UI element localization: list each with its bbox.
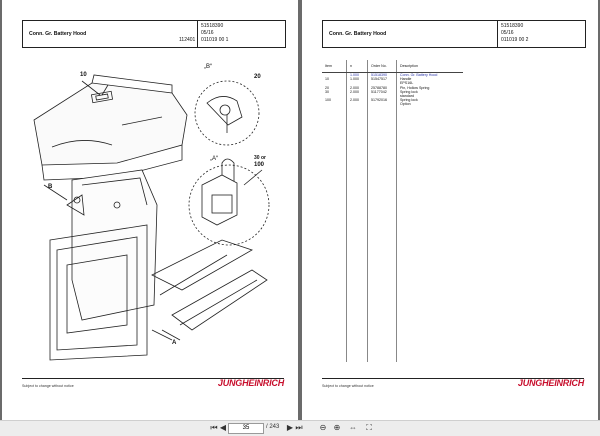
zoom-in-icon[interactable]: ⊕ xyxy=(333,423,341,432)
col-desc: Description xyxy=(396,60,463,73)
col-qty: n xyxy=(346,60,368,73)
page-number-input[interactable]: 35 xyxy=(228,423,264,434)
last-page-icon[interactable]: ⏭ xyxy=(295,423,303,432)
fullscreen-icon[interactable]: ⛶ xyxy=(366,423,372,432)
part-number: 51518390 xyxy=(501,23,524,29)
callout-view-a: „A“ xyxy=(210,156,218,162)
table-row: EPS16L xyxy=(322,81,463,86)
callout-30: 30 or xyxy=(254,155,266,161)
table-header-row: Item n Order No. Description xyxy=(322,60,463,73)
footer-rule xyxy=(322,378,584,379)
table-row: 20 2.000 25788780 Pin, Hollow Spring xyxy=(322,85,463,90)
table-row: Option xyxy=(322,102,463,363)
page-total: / 243 xyxy=(266,424,280,430)
table-row: 100 2.000 51792016 Spring lock xyxy=(322,98,463,103)
footer-note: Subject to change without notice xyxy=(322,384,374,388)
callout-a: A xyxy=(172,340,177,346)
table-row: 10 1.000 51547517 Handle xyxy=(322,77,463,82)
footer-rule xyxy=(22,378,284,379)
fit-width-icon[interactable]: ⇔ xyxy=(349,423,357,432)
callout-10: 10 xyxy=(80,72,87,78)
page-header: Conn. Gr. Battery Hood 51518390 05/16 01… xyxy=(22,20,286,48)
page-header: Conn. Gr. Battery Hood 51518390 05/16 01… xyxy=(322,20,586,48)
table-row: 30 2.000 51177042 Spring lock xyxy=(322,89,463,95)
header-info: 51518390 05/16 011019 00 2 xyxy=(497,21,586,47)
callout-20: 20 xyxy=(254,74,261,80)
drawing-number: 112401 xyxy=(179,37,196,43)
sheet-ref: 011019 00 1 xyxy=(201,37,229,43)
edition-date: 05/16 xyxy=(501,30,514,36)
callout-100: 100 xyxy=(254,162,265,168)
document-page-left: Conn. Gr. Battery Hood 51518390 05/16 01… xyxy=(2,0,298,420)
sheet-ref: 011019 00 2 xyxy=(501,37,529,43)
prev-page-icon[interactable]: ◀ xyxy=(219,423,227,432)
table-row: 1.000 51518390 Conn. Gr. Battery Hood xyxy=(322,72,463,78)
next-page-icon[interactable]: ▶ xyxy=(286,423,294,432)
col-order: Order No. xyxy=(367,60,397,73)
page-title: Conn. Gr. Battery Hood xyxy=(329,31,387,37)
callout-view-b: „B“ xyxy=(204,64,212,70)
brand-logo: JUNGHEINRICH xyxy=(517,378,584,388)
first-page-icon[interactable]: ⏮ xyxy=(210,423,218,432)
page-title: Conn. Gr. Battery Hood xyxy=(29,31,87,37)
edition-date: 05/16 xyxy=(201,30,214,36)
viewer-toolbar: ⏮ ◀ 35 / 243 ▶ ⏭ ⊖ ⊕ ⇔ ⛶ xyxy=(0,420,600,436)
part-number: 51518390 xyxy=(201,23,224,29)
callout-b: B xyxy=(48,184,53,190)
col-item: Item xyxy=(322,60,347,73)
table-row: standard xyxy=(322,94,463,99)
exploded-drawing xyxy=(33,74,270,361)
document-page-right: Conn. Gr. Battery Hood 51518390 05/16 01… xyxy=(302,0,598,420)
parts-table: Item n Order No. Description 1.000 51518… xyxy=(322,60,463,363)
header-info: 51518390 05/16 011019 00 1 xyxy=(197,21,286,47)
brand-logo: JUNGHEINRICH xyxy=(217,378,284,388)
footer-note: Subject to change without notice xyxy=(22,384,74,388)
zoom-out-icon[interactable]: ⊖ xyxy=(319,423,327,432)
